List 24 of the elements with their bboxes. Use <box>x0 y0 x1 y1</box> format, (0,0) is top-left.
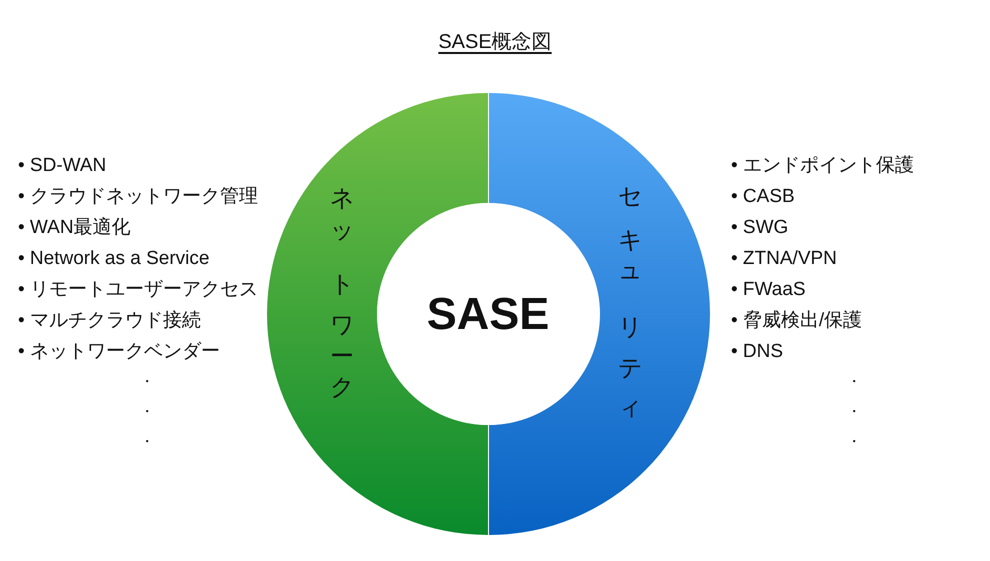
list-item: • FWaaS <box>731 278 807 302</box>
list-item: • 脅威検出/保護 <box>731 309 864 333</box>
ellipsis-mark: ・ <box>847 403 861 419</box>
ellipsis-mark: ・ <box>847 433 861 449</box>
segment-label: セキュリティ <box>616 170 642 430</box>
list-item: • DNS <box>731 340 784 364</box>
list-item: • SD-WAN <box>18 154 108 178</box>
list-item: • エンドポイント保護 <box>731 154 914 178</box>
ellipsis-mark: ・ <box>847 373 861 389</box>
list-item: • リモートユーザーアクセス <box>18 278 258 302</box>
ellipsis-mark: ・ <box>140 373 154 389</box>
diagram-title: SASE概念図 <box>438 30 552 54</box>
segment-label: ネットワーク <box>328 170 354 402</box>
list-item: • マルチクラウド接続 <box>18 309 202 333</box>
list-item: • Network as a Service <box>18 247 210 271</box>
list-item: • WAN最適化 <box>18 216 132 240</box>
list-item: • ZTNA/VPN <box>731 247 838 271</box>
ellipsis-mark: ・ <box>140 403 154 419</box>
list-item: • ネットワークベンダー <box>18 340 221 364</box>
ellipsis-mark: ・ <box>140 433 154 449</box>
list-item: • クラウドネットワーク管理 <box>18 185 258 209</box>
list-item: • SWG <box>731 216 790 240</box>
center-label: SASE <box>426 289 550 339</box>
list-item: • CASB <box>731 185 796 209</box>
